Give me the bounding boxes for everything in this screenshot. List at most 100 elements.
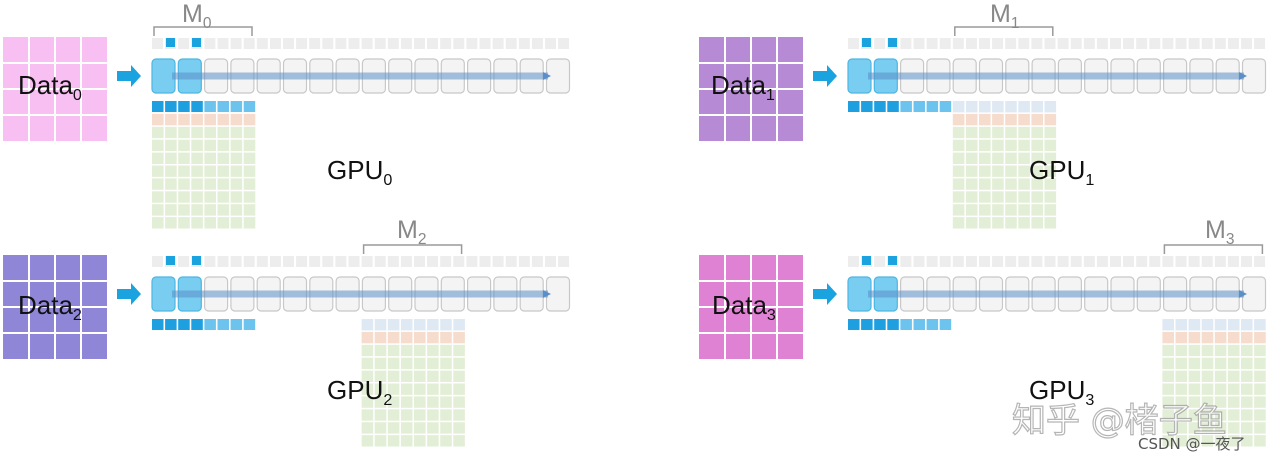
shard-cell: [979, 113, 991, 126]
shard-cell: [1214, 331, 1227, 344]
buffer-cell: [453, 256, 465, 267]
shard-cell: [374, 409, 387, 421]
buffer-cell: [256, 38, 268, 49]
shard-cell: [1227, 422, 1240, 434]
shard-cell: [374, 357, 387, 370]
buffer-cell: [1057, 38, 1069, 49]
buffer-cell: [361, 256, 373, 267]
shard-cell: [427, 370, 439, 382]
shard-cell: [1214, 396, 1227, 408]
shard-cell: [1044, 217, 1057, 229]
shard-cell: [1188, 383, 1201, 395]
buffer-cell: [1083, 256, 1095, 267]
shard-cell: [230, 165, 243, 177]
buffer-cell: [243, 256, 255, 267]
buffer-cell: [1110, 38, 1121, 49]
shard-cell: [414, 422, 426, 434]
shard-cell: [1018, 165, 1030, 177]
panel-0-m-label: M0: [182, 0, 212, 32]
shard-cell: [1044, 113, 1057, 126]
param-cell: [861, 101, 873, 112]
buffer-cell: [1110, 256, 1121, 267]
shard-cell: [152, 217, 164, 229]
shard-cell: [374, 435, 387, 447]
shard-cell: [217, 113, 230, 126]
shard-cell: [1254, 370, 1266, 382]
shard-cell: [1005, 217, 1017, 229]
panel-1-gpu-label: GPU1: [1029, 155, 1095, 190]
buffer-cell: [518, 256, 530, 267]
shard-cell: [453, 357, 465, 370]
shard-cell: [217, 217, 230, 229]
param-cell: [861, 319, 873, 330]
shard-cell: [165, 204, 177, 216]
shard-cell: [387, 319, 400, 331]
shard-cell: [952, 191, 965, 203]
param-cell: [926, 101, 939, 112]
buffer-cell: [558, 38, 570, 49]
shard-cell: [204, 204, 216, 216]
shard-cell: [1241, 396, 1253, 408]
buffer-cell: [545, 256, 556, 267]
shard-cell: [178, 178, 190, 190]
shard-cell: [1031, 217, 1043, 229]
buffer-cell: [1070, 256, 1082, 267]
buffer-cell: [874, 256, 886, 267]
shard-cell: [1005, 204, 1017, 216]
panel-3-data-label: Data3: [712, 290, 776, 325]
shard-cell: [361, 357, 374, 370]
shard-cell: [387, 422, 400, 434]
shard-cell: [178, 191, 190, 203]
shard-cell: [1188, 370, 1201, 382]
param-cell: [204, 319, 216, 330]
shard-cell: [1241, 331, 1253, 344]
buffer-cell: [1123, 38, 1135, 49]
shard-cell: [243, 139, 256, 152]
shard-cell: [952, 113, 965, 126]
buffer-cell: [466, 256, 478, 267]
shard-cell: [952, 126, 965, 139]
buffer-cell: [296, 38, 308, 49]
shard-cell: [1241, 383, 1253, 395]
shard-cell: [374, 331, 387, 344]
buffer-cell: [1241, 256, 1252, 267]
active-buffer-cell: [192, 38, 201, 47]
model-layer: [847, 58, 872, 94]
buffer-cell: [1162, 38, 1174, 49]
param-cell: [191, 101, 203, 112]
shard-cell: [361, 435, 374, 447]
buffer-cell: [492, 38, 504, 49]
shard-cell: [361, 422, 374, 434]
buffer-cell: [965, 38, 977, 49]
shard-cell: [374, 422, 387, 434]
shard-bracket: [954, 26, 1054, 36]
input-arrow-icon: [813, 65, 837, 87]
active-buffer-cell: [166, 38, 175, 47]
shard-cell: [361, 396, 374, 408]
shard-cell: [1162, 409, 1174, 421]
shard-cell: [1201, 344, 1214, 357]
shard-cell: [1044, 165, 1057, 177]
buffer-cell: [1123, 256, 1135, 267]
buffer-cell: [1031, 256, 1043, 267]
buffer-cell: [269, 256, 281, 267]
buffer-cell: [204, 38, 216, 49]
shard-cell: [230, 139, 243, 152]
shard-cell: [361, 319, 374, 331]
active-buffer-cell: [862, 256, 871, 265]
panel-0-data-label: Data0: [18, 70, 82, 105]
shard-cell: [191, 165, 203, 177]
shard-cell: [165, 113, 177, 126]
shard-cell: [1201, 319, 1214, 331]
shard-cell: [1175, 435, 1188, 447]
shard-cell: [952, 204, 965, 216]
shard-cell: [1188, 344, 1201, 357]
shard-cell: [165, 165, 177, 177]
shard-cell: [400, 383, 413, 395]
shard-cell: [427, 319, 439, 331]
shard-cell: [453, 319, 465, 331]
shard-cell: [1241, 319, 1253, 331]
param-cell: [217, 101, 229, 112]
active-buffer-cell: [888, 38, 897, 47]
buffer-cell: [1227, 256, 1239, 267]
